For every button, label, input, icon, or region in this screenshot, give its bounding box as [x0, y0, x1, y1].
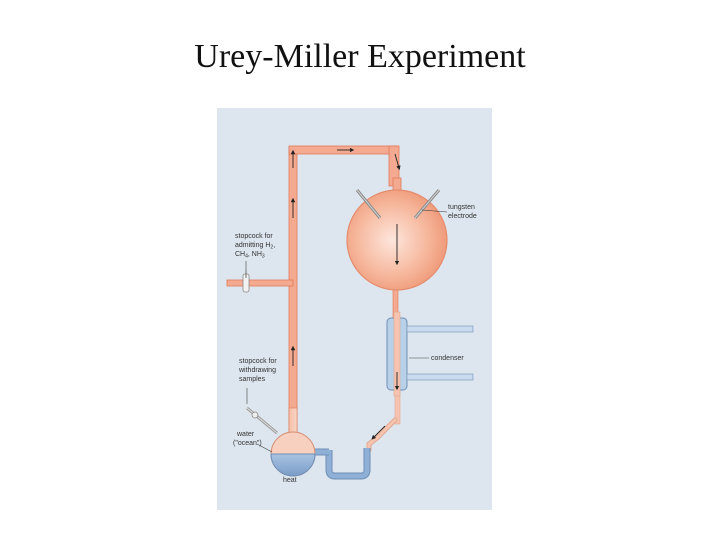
water-ocean [270, 453, 316, 477]
label-stopcock-admit-line1: stopcock for [235, 233, 273, 240]
label-water-line1: water [236, 431, 255, 438]
u-trap [313, 417, 398, 480]
diagram-panel-background [217, 108, 492, 510]
label-stopcock-withdraw-line2: withdrawing [238, 367, 276, 374]
label-condenser: condenser [431, 355, 464, 362]
label-stopcock-withdraw-line1: stopcock for [239, 358, 277, 365]
ocean-flask [246, 406, 316, 477]
sample-stopcock-valve [251, 411, 259, 419]
slide-title: Urey-Miller Experiment [194, 38, 526, 75]
condenser [386, 311, 474, 397]
label-water-line2: ("ocean") [233, 440, 262, 447]
label-tungsten-line2: electrode [448, 213, 477, 220]
leader-lines [245, 261, 429, 453]
admit-stopcock [242, 270, 250, 293]
label-stopcock-admit-line2: admitting H2, [235, 242, 275, 251]
urey-miller-apparatus-diagram: stopcock for admitting H2, CH4, NH3 tung… [217, 108, 492, 510]
label-tungsten-line1: tungsten [448, 204, 475, 211]
label-heat: heat [283, 477, 297, 484]
apparatus-svg: stopcock for admitting H2, CH4, NH3 tung… [217, 108, 492, 510]
label-stopcock-admit-line3: CH4, NH3 [235, 251, 265, 260]
flow-arrows [290, 147, 401, 440]
label-stopcock-withdraw-line3: samples [239, 376, 266, 383]
tungsten-electrodes [355, 189, 448, 219]
